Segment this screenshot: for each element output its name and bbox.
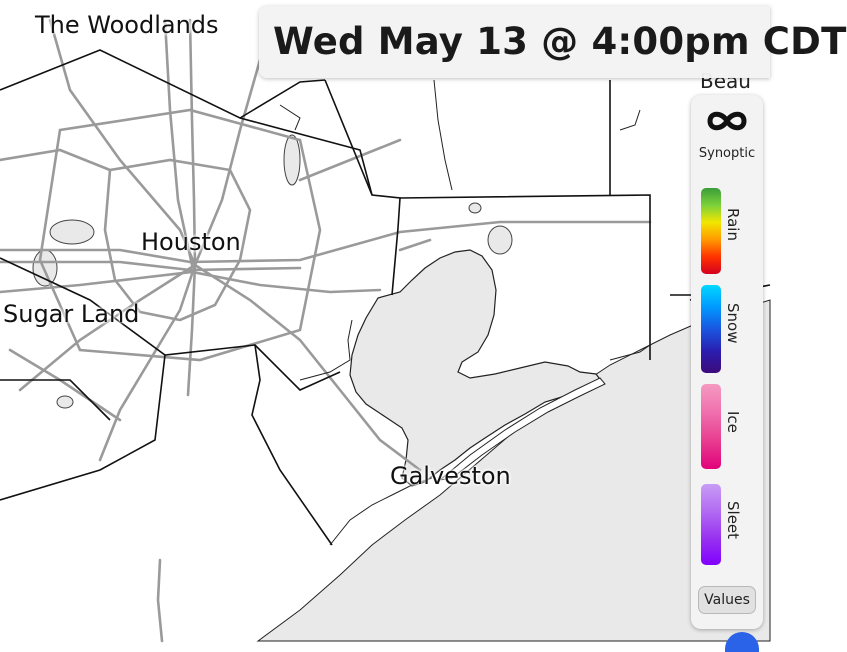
sleet-color-bar xyxy=(701,484,721,565)
time-banner: Wed May 13 @ 4:00pm CDT xyxy=(259,6,846,78)
ice-color-bar xyxy=(701,384,721,469)
sleet-label: Sleet xyxy=(724,501,742,540)
snow-label: Snow xyxy=(724,303,742,344)
values-button[interactable]: Values xyxy=(698,586,756,614)
location-button[interactable] xyxy=(725,632,759,652)
forecast-time: Wed May 13 @ 4:00pm CDT xyxy=(273,20,847,63)
pond xyxy=(56,395,74,409)
roads xyxy=(0,18,652,643)
city-label-the-woodlands: The Woodlands xyxy=(35,11,219,39)
rain-color-bar xyxy=(701,188,721,274)
lake-houston xyxy=(283,134,301,186)
infinity-icon[interactable] xyxy=(705,107,749,135)
city-label-houston: Houston xyxy=(141,228,241,256)
city-label-sugar-land: Sugar Land xyxy=(3,300,140,328)
lake-anahuac xyxy=(487,225,513,255)
synoptic-label[interactable]: Synoptic xyxy=(698,146,756,161)
precip-legend: Synoptic Rain Snow Ice Sleet Values xyxy=(691,95,763,629)
lake-small xyxy=(468,202,482,214)
ice-label: Ice xyxy=(724,411,742,433)
city-label-galveston: Galveston xyxy=(390,462,511,490)
rain-label: Rain xyxy=(724,208,742,241)
map[interactable] xyxy=(0,0,771,643)
bolivar-peninsula xyxy=(438,377,606,481)
snow-color-bar xyxy=(701,285,721,373)
lake-west xyxy=(49,219,95,245)
lake-southwest xyxy=(32,249,58,287)
coastline-detail xyxy=(279,79,651,546)
